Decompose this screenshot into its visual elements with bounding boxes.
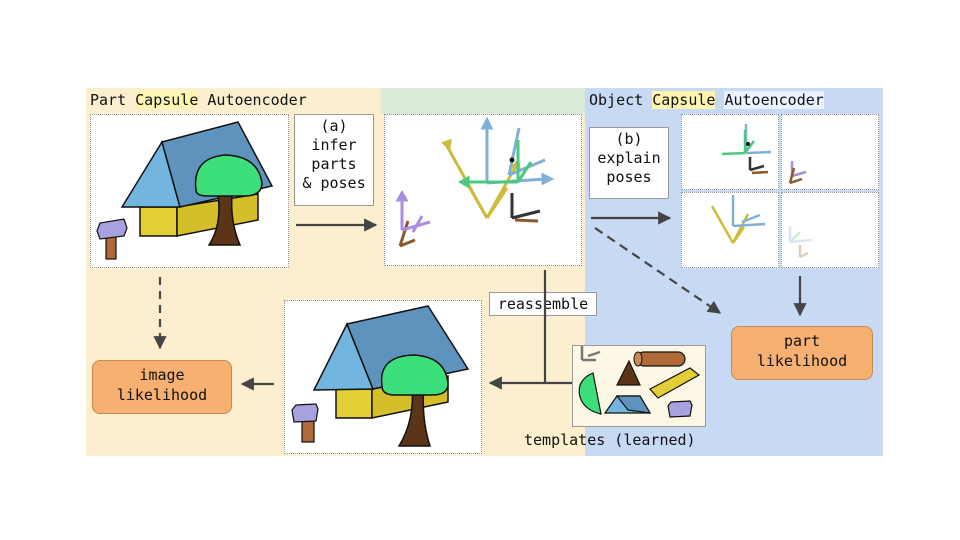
pose-arrow-green-3	[516, 161, 533, 183]
image-likelihood-box: image likelihood	[92, 360, 232, 414]
object-pose-frames-1	[721, 124, 772, 175]
object-pose-panel-4	[781, 192, 879, 268]
reassemble-box: reassemble	[489, 292, 597, 316]
part-capsule-title: Part Capsule Autoencoder	[90, 91, 307, 109]
templates-label: templates (learned)	[524, 431, 696, 449]
object-pose-frames-4	[788, 226, 813, 259]
object-pose-panel-2	[781, 114, 879, 190]
reconstructed-house-image	[291, 305, 470, 447]
part-likelihood-box: part likelihood	[731, 326, 873, 380]
pose-arrow-brown-3	[399, 238, 416, 248]
flow-arrows	[153, 211, 807, 391]
pose-arrow-dark-2	[511, 209, 541, 220]
pose-arrow-brown-2	[398, 220, 410, 247]
tree-crown	[194, 154, 263, 197]
pose-arrow-brown-1	[514, 218, 539, 223]
input-house-image	[96, 121, 274, 260]
parts-stage-header	[381, 88, 586, 114]
pose-arrow-purple-3	[411, 215, 424, 233]
tree-trunk	[207, 194, 242, 246]
pose-arrow-yellow-4	[485, 187, 509, 219]
explain-poses-box: (b) explain poses	[589, 127, 669, 199]
pose-arrow-blue-3	[507, 127, 521, 176]
arrow-to-part-likelihood-dashed	[594, 227, 722, 314]
template-parts	[578, 346, 701, 418]
pose-origin-dot	[509, 157, 515, 163]
hammer-head	[96, 218, 128, 240]
house-wall-front	[139, 206, 178, 237]
object-pose-frames-3	[710, 195, 766, 244]
part-poses-panel	[384, 114, 582, 266]
infer-parts-box: (a) infer parts & poses	[294, 114, 374, 206]
part-pose-frames	[395, 116, 555, 248]
object-pose-panel-3	[681, 192, 779, 268]
object-capsule-title: Object Capsule Autoencoder	[589, 91, 824, 109]
object-pose-panel-1	[681, 114, 779, 190]
object-pose-frames-2	[788, 161, 807, 185]
